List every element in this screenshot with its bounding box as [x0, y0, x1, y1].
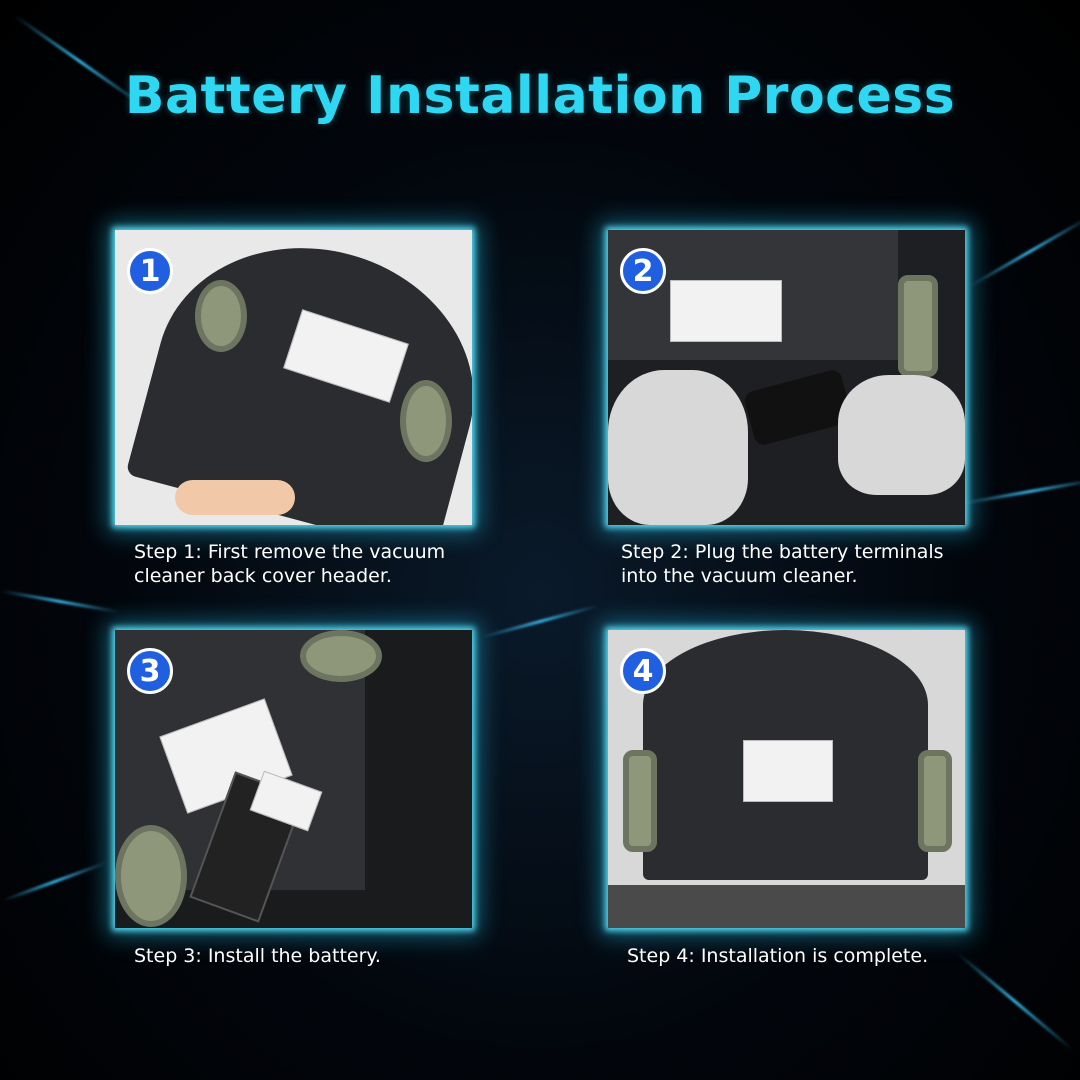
caption-line: Step 4: Installation is complete. [627, 945, 929, 967]
step-1-image: 1 [115, 230, 472, 525]
step-2-caption: Step 2: Plug the battery terminals into … [621, 540, 944, 588]
caption-line: Step 3: Install the battery. [134, 945, 381, 967]
step-number-badge: 3 [127, 648, 173, 694]
step-4-image: 4 [608, 630, 965, 928]
step-4-caption: Step 4: Installation is complete. [627, 944, 928, 968]
step-number-badge: 2 [620, 248, 666, 294]
step-2-image: 2 [608, 230, 965, 525]
step-3-image: 3 [115, 630, 472, 928]
caption-line: cleaner back cover header. [134, 565, 392, 587]
caption-line: into the vacuum cleaner. [621, 565, 858, 587]
caption-line: Step 2: Plug the battery terminals [621, 541, 944, 563]
page-title: Battery Installation Process [124, 66, 956, 126]
caption-line: Step 1: First remove the vacuum [134, 541, 446, 563]
step-3-caption: Step 3: Install the battery. [134, 944, 381, 968]
step-number-badge: 4 [620, 648, 666, 694]
step-number-badge: 1 [127, 248, 173, 294]
step-1-caption: Step 1: First remove the vacuum cleaner … [134, 540, 445, 588]
